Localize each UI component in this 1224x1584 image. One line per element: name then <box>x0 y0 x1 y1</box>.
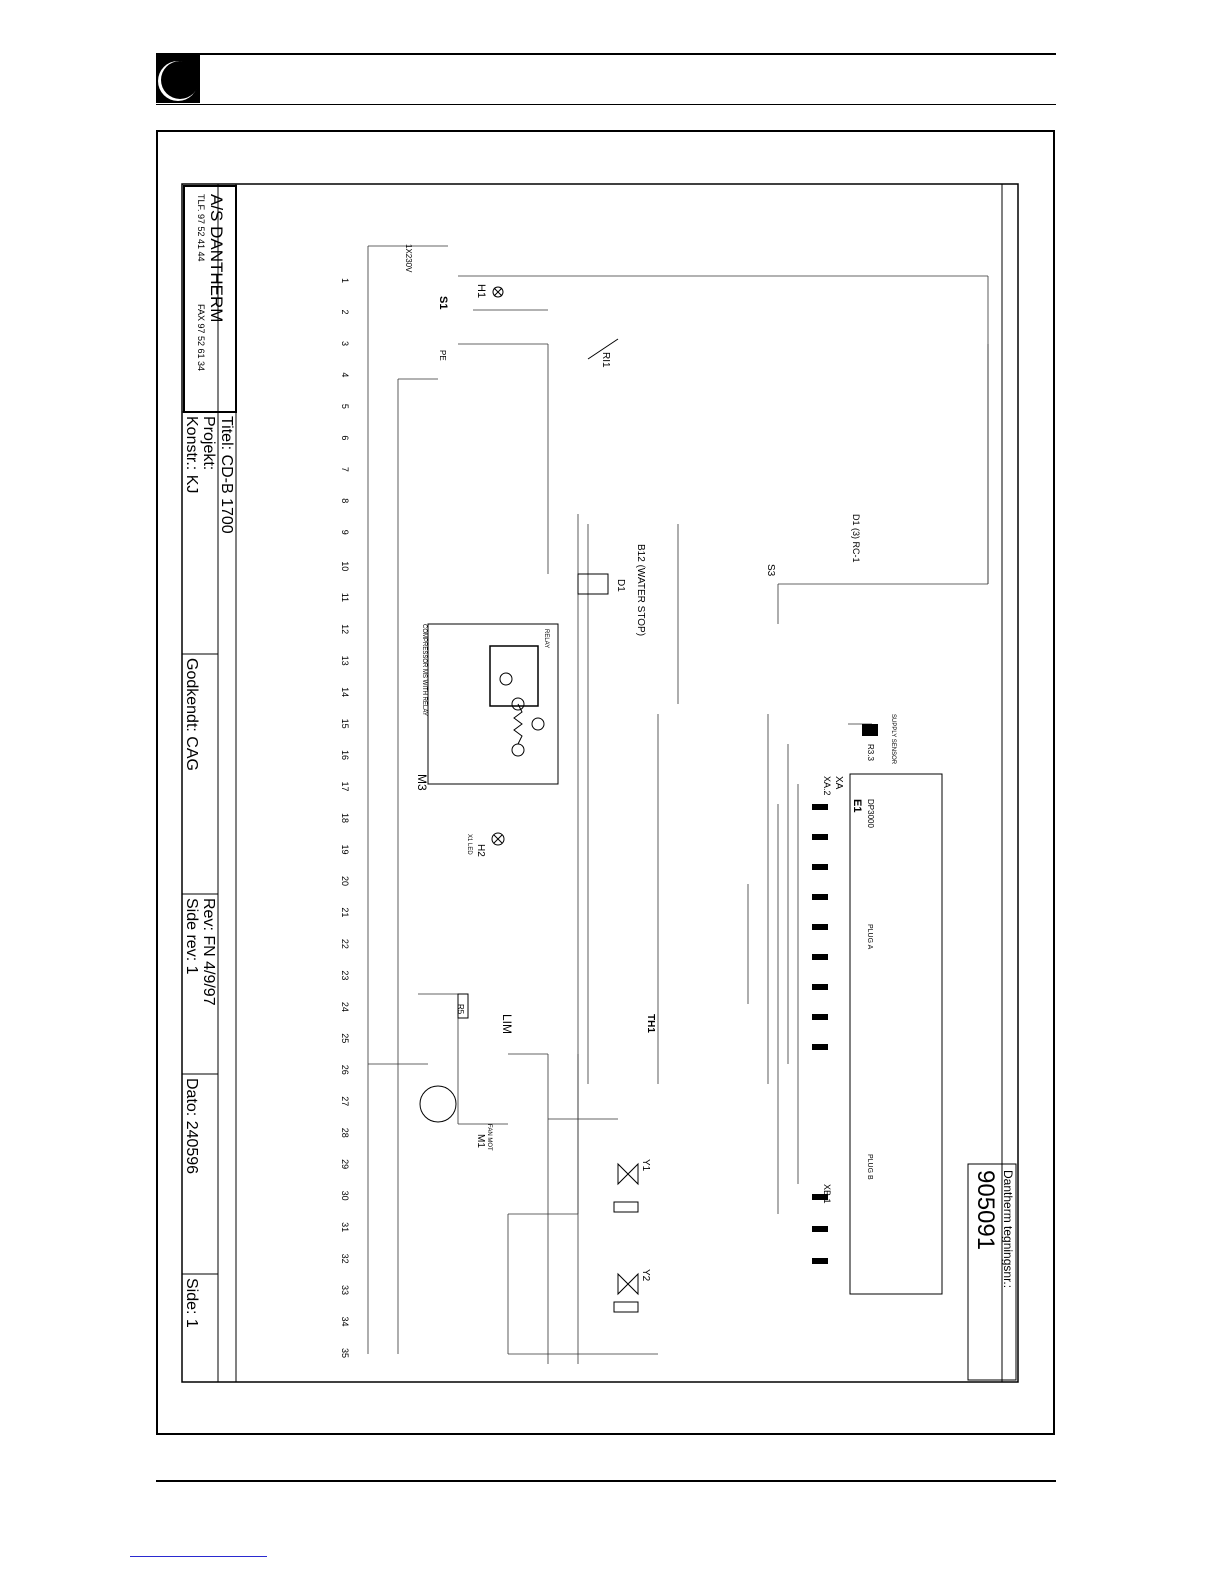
column-number: 32 <box>340 1254 350 1264</box>
supply-label: 1X230V <box>404 244 413 273</box>
column-number: 23 <box>340 970 350 980</box>
e1-label: E1 <box>851 799 863 812</box>
drawing-frame <box>156 130 1055 1435</box>
side-field: Side: 1 <box>183 1278 200 1328</box>
column-number: 5 <box>340 404 350 409</box>
plug-b-pin <box>812 1194 828 1200</box>
plug-a-label: PLUG A <box>866 924 873 950</box>
column-number: 10 <box>340 561 350 571</box>
project-field: Projekt: <box>200 416 217 470</box>
column-number: 1 <box>340 278 350 283</box>
column-number: 19 <box>340 844 350 854</box>
column-number: 16 <box>340 750 350 760</box>
m1-sub-label: FAN MOT <box>486 1124 492 1151</box>
plug-a-pin <box>812 804 828 810</box>
xb-label: XB.1 <box>822 1184 832 1204</box>
plug-b-pin <box>812 1226 828 1232</box>
column-number: 20 <box>340 876 350 886</box>
m3-label: M3 <box>415 774 429 791</box>
h2-label: H2 <box>475 844 486 857</box>
column-number: 9 <box>340 530 350 535</box>
column-number: 29 <box>340 1159 350 1169</box>
relay-label: RELAY <box>543 629 549 648</box>
y1-label: Y1 <box>640 1159 651 1172</box>
footer-link-underline[interactable] <box>130 1556 267 1557</box>
column-number: 26 <box>340 1065 350 1075</box>
column-number: 7 <box>340 467 350 472</box>
ri1-label: RI1 <box>600 352 611 368</box>
rev-field: Rev: FN 4/9/97 <box>200 898 217 1006</box>
column-number: 11 <box>340 593 350 602</box>
d1-label: D1 <box>615 579 626 592</box>
column-number: 30 <box>340 1191 350 1201</box>
plug-a-pin <box>812 834 828 840</box>
column-number: 24 <box>340 1002 350 1012</box>
company-tel: TLF. 97 52 41 44 <box>196 194 206 262</box>
lim-label: LIM <box>500 1014 514 1034</box>
side-rev-field: Side rev: 1 <box>183 898 200 975</box>
column-numbers: 1234567891011121314151617181920212223242… <box>340 278 350 1358</box>
plug-a-pin <box>812 894 828 900</box>
e1-type-label: DP3000 <box>866 799 875 828</box>
company-fax: FAX 97 52 61 34 <box>196 304 206 371</box>
drawing-no-value: 905091 <box>972 1170 999 1250</box>
column-number: 28 <box>340 1128 350 1138</box>
y2-label: Y2 <box>640 1269 651 1282</box>
company-name: A/S DANTHERM <box>207 194 226 322</box>
column-number: 3 <box>340 341 350 346</box>
company-logo <box>156 55 200 103</box>
column-number: 12 <box>340 624 350 634</box>
column-number: 31 <box>340 1222 350 1232</box>
xa-label: XA <box>833 776 844 790</box>
dato-field: Dato: 240596 <box>183 1078 200 1174</box>
drawing-no-label: Dantherm tegningsnr.: <box>1001 1170 1015 1288</box>
konstr-field: Konstr.: KJ <box>183 416 200 493</box>
r5-label: R5 <box>456 1004 465 1015</box>
sensor-label: SUPPLY SENSOR <box>890 714 896 765</box>
godkendt-field: Godkendt: CAG <box>183 658 200 771</box>
h2-sub-label: X1 LED <box>466 834 472 855</box>
column-number: 33 <box>340 1285 350 1295</box>
plug-a-pin <box>812 864 828 870</box>
m1-label: M1 <box>475 1134 486 1148</box>
s1-label: S1 <box>437 296 449 309</box>
column-number: 34 <box>340 1317 350 1327</box>
column-number: 13 <box>340 656 350 666</box>
column-number: 25 <box>340 1033 350 1043</box>
column-number: 18 <box>340 813 350 823</box>
column-number: 22 <box>340 939 350 949</box>
plug-a-pin <box>812 984 828 990</box>
title-field: Titel: CD-B 1700 <box>218 416 235 534</box>
compressor-label: COMPRESSOR MS WITH RELAY <box>421 624 427 716</box>
column-number: 27 <box>340 1096 350 1106</box>
column-number: 15 <box>340 719 350 729</box>
plug-b-label: PLUG B <box>866 1154 873 1180</box>
xa2-label: XA.2 <box>822 776 832 796</box>
pe-label: PE <box>438 350 447 361</box>
plug-b-pin <box>812 1258 828 1264</box>
column-number: 6 <box>340 435 350 440</box>
b12-label: B12 (WATER STOP) <box>635 544 646 636</box>
plug-a-pin <box>812 954 828 960</box>
plug-a-pin <box>812 1044 828 1050</box>
column-number: 14 <box>340 687 350 697</box>
d1-contact-label: D1 (3) RC-1 <box>851 514 861 563</box>
column-number: 2 <box>340 309 350 314</box>
column-number: 8 <box>340 498 350 503</box>
s3-label: S3 <box>765 564 776 577</box>
plug-a-pin <box>812 924 828 930</box>
column-number: 35 <box>340 1348 350 1358</box>
column-number: 4 <box>340 372 350 377</box>
plug-a-pin <box>812 1014 828 1020</box>
h1-label: H1 <box>475 284 487 298</box>
r33-label: R3.3 <box>866 744 875 761</box>
column-number: 17 <box>340 782 350 792</box>
th1-label: TH1 <box>645 1014 656 1033</box>
column-number: 21 <box>340 907 350 917</box>
